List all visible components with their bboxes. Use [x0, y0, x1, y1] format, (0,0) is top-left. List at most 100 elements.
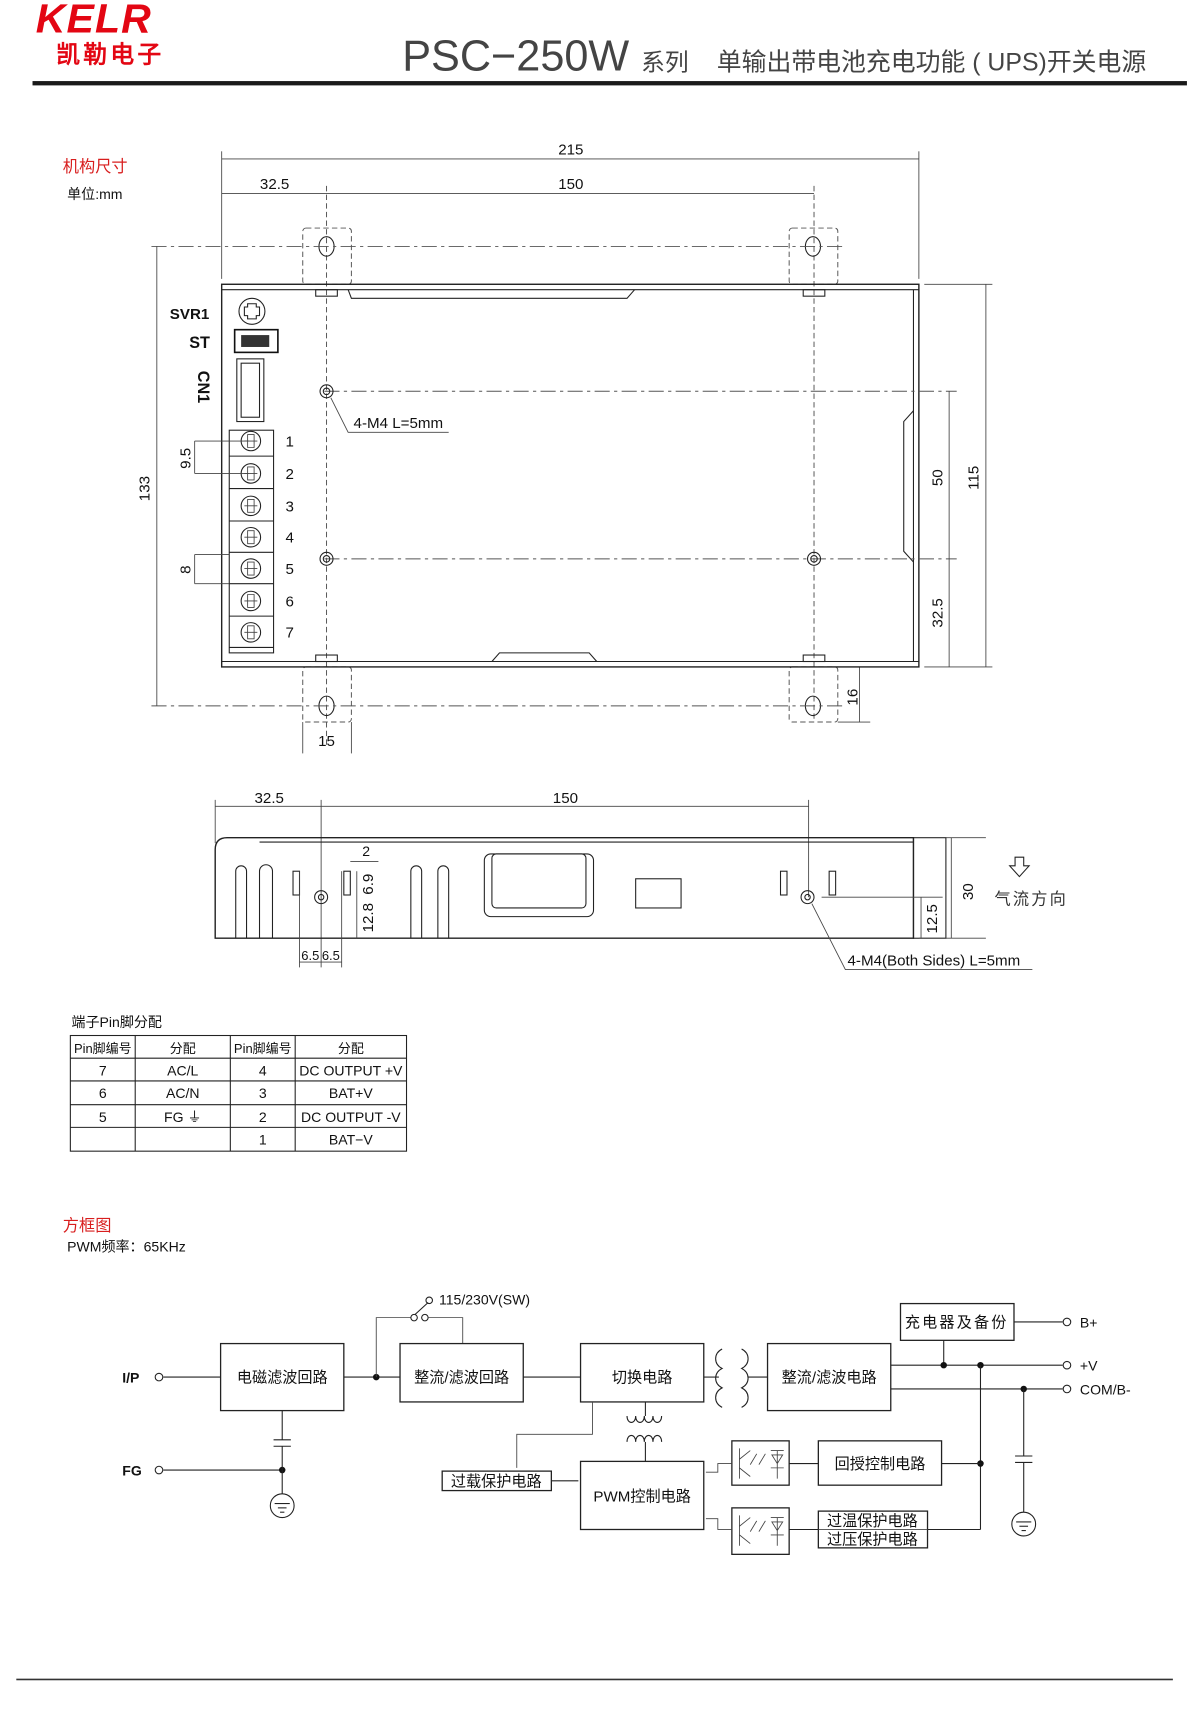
terminal-screw-slot	[244, 561, 258, 576]
terminal-screw-slot	[244, 530, 258, 545]
svr1-label: SVR1	[170, 306, 210, 323]
mount-hole	[319, 551, 334, 566]
airflow-arrow-icon	[1008, 856, 1031, 878]
terminal-pin-number: 3	[285, 498, 293, 515]
side-dim-2: 2	[362, 843, 370, 859]
block-output-rectifier	[766, 1342, 892, 1412]
dim-215: 215	[558, 142, 583, 159]
terminal-screw-icon	[240, 495, 262, 517]
pin-table-cell: 5	[99, 1109, 107, 1125]
terminal-screw-icon	[240, 622, 262, 643]
terminal-pin-number: 4	[285, 530, 293, 547]
block-switching	[579, 1342, 705, 1403]
block-ovp-label: 过压保护电路	[827, 1532, 918, 1549]
section-title-mechanical: 机构尺寸	[63, 158, 128, 176]
ip-label: I/P	[122, 1369, 139, 1385]
pin-table-cell: 6	[99, 1085, 107, 1101]
mount-hole	[319, 384, 334, 399]
output-bplus: B+	[1080, 1314, 1098, 1330]
block-charger-label: 充电器及备份	[905, 1314, 1009, 1331]
pin-table-cell: DC OUTPUT -V	[301, 1109, 401, 1125]
pin-table-cell: 2	[259, 1109, 267, 1125]
pin-table-cell: 3	[259, 1085, 267, 1101]
dim-16: 16	[844, 689, 861, 706]
mount-hole	[806, 551, 822, 566]
side-dim-6-5b: 6.5	[322, 948, 340, 963]
terminal-screw-icon	[240, 526, 262, 548]
output-com: COM/B-	[1080, 1381, 1131, 1397]
side-dim-12-5: 12.5	[924, 904, 941, 933]
pin-table-cell: DC OUTPUT +V	[299, 1063, 403, 1079]
block-rectifier-filter-label: 整流/滤波回路	[414, 1369, 509, 1386]
pin-table-cell: 7	[99, 1063, 107, 1079]
block-feedback-control	[817, 1440, 943, 1486]
mount-tab	[788, 666, 839, 723]
cn1-connector	[236, 358, 265, 423]
pin-table-cell: AC/N	[166, 1085, 200, 1101]
pwm-frequency: PWM频率：65KHz	[67, 1239, 186, 1255]
optocoupler-icon	[731, 1507, 790, 1555]
dim-15: 15	[318, 733, 335, 750]
block-diagram: 方框图 PWM频率：65KHz I/P FG 电磁滤波回路 115/230V(S…	[63, 1217, 1131, 1555]
terminal-screw-slot	[244, 498, 258, 513]
st-label: ST	[189, 334, 210, 352]
pin-table-cell: 1	[259, 1132, 267, 1148]
block-overload-label: 过载保护电路	[451, 1473, 542, 1490]
logo-cn: 凯勒电子	[56, 42, 164, 69]
pin-table-title: 端子Pin脚分配	[71, 1014, 162, 1030]
block-pwm-control	[579, 1460, 705, 1531]
dim-8: 8	[177, 565, 194, 573]
mount-note-side: 4-M4(Both Sides) L=5mm	[848, 952, 1021, 969]
chassis-outline	[220, 283, 920, 668]
dim-115: 115	[965, 466, 982, 490]
block-otp-label: 过温保护电路	[827, 1513, 918, 1530]
dim-150: 150	[558, 176, 583, 193]
pin-table-cell: 4	[259, 1063, 267, 1079]
dim-32-5: 32.5	[260, 176, 289, 193]
cn1-label: CN1	[194, 371, 212, 403]
terminal-pin-number: 7	[285, 625, 293, 642]
fg-label: FG	[122, 1462, 142, 1478]
logo: KELR	[36, 0, 152, 41]
pin-table-cell: BAT−V	[329, 1132, 373, 1148]
terminal-screw-slot	[244, 625, 258, 640]
block-emi-filter	[219, 1342, 345, 1412]
pin-table-header: 分配	[338, 1041, 364, 1056]
block-feedback-label: 回授控制电路	[835, 1456, 926, 1473]
airflow-label: 气流方向	[995, 891, 1068, 909]
mount-note-top: 4-M4 L=5mm	[354, 415, 444, 432]
side-dim-32-5: 32.5	[255, 790, 284, 807]
dim-9-5: 9.5	[177, 448, 194, 469]
dim-50: 50	[930, 469, 947, 486]
side-dim-6-9: 6.9	[360, 874, 377, 895]
pin-table-header: Pin脚编号	[234, 1041, 292, 1056]
dim-32-5-right: 32.5	[930, 598, 947, 627]
terminal-screw-slot	[244, 594, 258, 608]
coupling-transformer-icon	[626, 1415, 663, 1442]
terminal-pin-number: 6	[285, 593, 293, 610]
optocoupler-icon	[731, 1440, 790, 1486]
subtitle: 单输出带电池充电功能 ( UPS)开关电源	[717, 48, 1147, 76]
pin-table-cell: FG ⏚	[164, 1109, 201, 1125]
mount-tab	[302, 666, 352, 723]
block-overload-protection	[441, 1470, 553, 1492]
unit-label: 单位:mm	[67, 186, 122, 202]
side-chassis-outline	[214, 837, 915, 939]
terminal-screw-icon	[240, 558, 262, 579]
terminal-screw-icon	[240, 590, 262, 612]
terminal-pin-number: 5	[285, 561, 293, 578]
pin-table-header: Pin脚编号	[74, 1041, 132, 1056]
header: KELR 凯勒电子 PSC−250W 系列 单输出带电池充电功能 ( UPS)开…	[32, 0, 1187, 86]
mechanical-section: 机构尺寸 单位:mm 215 32.5 150 133 15 16	[63, 142, 993, 754]
pin-table-header: 分配	[170, 1041, 196, 1056]
output-plus-v: +V	[1080, 1358, 1098, 1374]
side-view: 32.5 150 2 6.9 12.8 6.5 6.5 30 12.5 气流方向…	[214, 790, 1068, 971]
side-dim-30: 30	[960, 883, 977, 900]
pin-table-border	[69, 1034, 408, 1152]
terminal-pin-number: 2	[285, 466, 293, 483]
svr1-potentiometer-icon	[238, 297, 266, 325]
block-pwm-label: PWM控制电路	[593, 1488, 690, 1505]
